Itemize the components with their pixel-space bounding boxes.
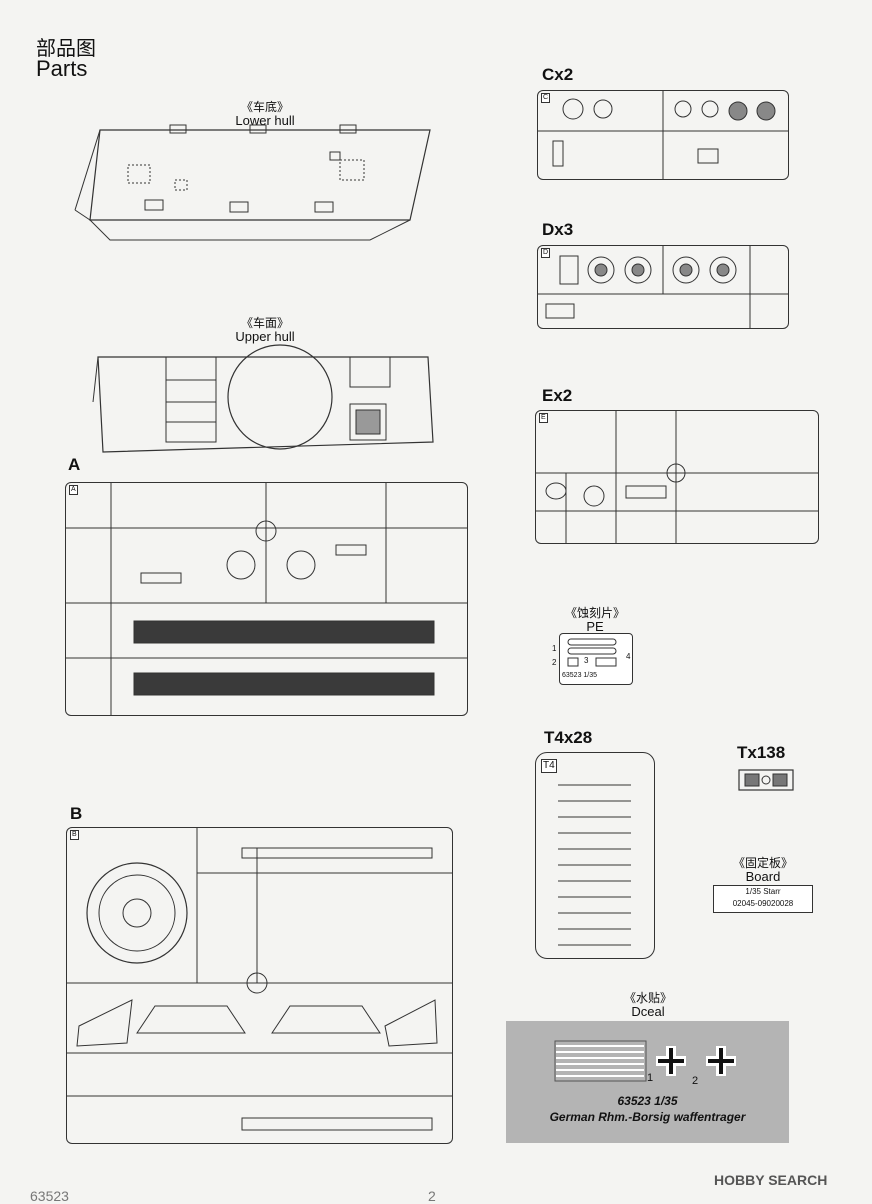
sprue-e-title: Ex2	[542, 386, 573, 405]
sprue-c-frame: C	[537, 90, 789, 180]
sprue-d-title: Dx3	[542, 220, 574, 239]
page-title-cn: 部品图	[36, 38, 96, 60]
pe-code: 63523 1/35	[562, 672, 598, 679]
lower-hull-label-cn: 《车底》	[240, 100, 289, 114]
sprue-d-tag: D	[541, 248, 551, 258]
page-title: Parts	[36, 56, 88, 81]
decal-label: 《水贴》 Dceal	[603, 991, 693, 1019]
sprue-e-drawing	[536, 411, 818, 543]
page-number: 2	[428, 1188, 436, 1204]
board-line-1: 1/35 Starr	[745, 887, 781, 896]
sprue-tx-title: Tx138	[737, 743, 786, 762]
board-label-cn: 《固定板》	[732, 856, 793, 870]
sprue-b-title: B	[70, 804, 83, 823]
sprue-c-drawing	[538, 91, 788, 179]
upper-hull-label: 《车面》 Upper hull	[210, 316, 320, 344]
pe-num-3: 3	[584, 656, 589, 665]
upper-hull-label-en: Upper hull	[235, 329, 295, 344]
sprue-b-drawing	[67, 828, 452, 1131]
board-label: 《固定板》 Board	[718, 856, 808, 884]
sprue-a-frame: A	[65, 482, 468, 716]
sprue-t4-frame: T4	[535, 752, 655, 959]
decal-num-1: 1	[647, 1072, 654, 1084]
board-box: 1/35 Starr 02045-09020028	[713, 885, 813, 913]
pe-num-2: 2	[552, 658, 557, 667]
decal-sheet: 1 2 63523 1/35 German Rhm.-Borsig waffen…	[506, 1021, 789, 1143]
sprue-d-drawing	[538, 246, 788, 328]
lower-hull-label-en: Lower hull	[235, 113, 295, 128]
pe-fret-drawing	[567, 638, 617, 667]
sprue-c-title: Cx2	[542, 65, 574, 84]
sprue-t4-drawing	[558, 784, 631, 946]
upper-hull-drawing	[92, 344, 434, 453]
decal-code: 63523 1/35	[617, 1094, 678, 1108]
pe-label-en: PE	[586, 619, 604, 634]
page-left-code: 63523	[30, 1188, 69, 1204]
decal-name: German Rhm.-Borsig waffentrager	[549, 1110, 746, 1124]
decal-label-cn: 《水贴》	[623, 991, 672, 1005]
sprue-a-title: A	[68, 455, 81, 474]
decal-num-2: 2	[692, 1075, 699, 1087]
lower-hull-drawing	[74, 124, 431, 241]
pe-fret: 1 2 3 4 63523 1/35	[552, 633, 633, 685]
board-line-2: 02045-09020028	[732, 899, 794, 908]
sprue-a-tag: A	[69, 485, 78, 495]
pe-label: 《蚀刻片》 PE	[555, 606, 635, 634]
upper-hull-label-cn: 《车面》	[240, 316, 289, 330]
decal-drawing	[554, 1040, 736, 1082]
sprue-c-tag: C	[541, 93, 551, 103]
sprue-t4-tag: T4	[541, 759, 557, 773]
track-link-drawing	[738, 769, 794, 791]
sprue-b-frame: B	[66, 827, 453, 1144]
pe-num-4: 4	[626, 652, 631, 661]
sprue-d-frame: D	[537, 245, 789, 329]
lower-hull-label: 《车底》 Lower hull	[210, 100, 320, 128]
sprue-t4-title: T4x28	[544, 728, 593, 747]
sprue-a-drawing	[66, 483, 467, 715]
pe-num-1: 1	[552, 644, 557, 653]
board-label-en: Board	[745, 869, 781, 884]
sprue-e-frame: E	[535, 410, 819, 544]
sprue-e-tag: E	[539, 413, 548, 423]
watermark-logo: HOBBY SEARCH	[714, 1172, 828, 1188]
decal-label-en: Dceal	[631, 1004, 665, 1019]
pe-label-cn: 《蚀刻片》	[564, 606, 625, 620]
sprue-b-tag: B	[70, 830, 79, 840]
